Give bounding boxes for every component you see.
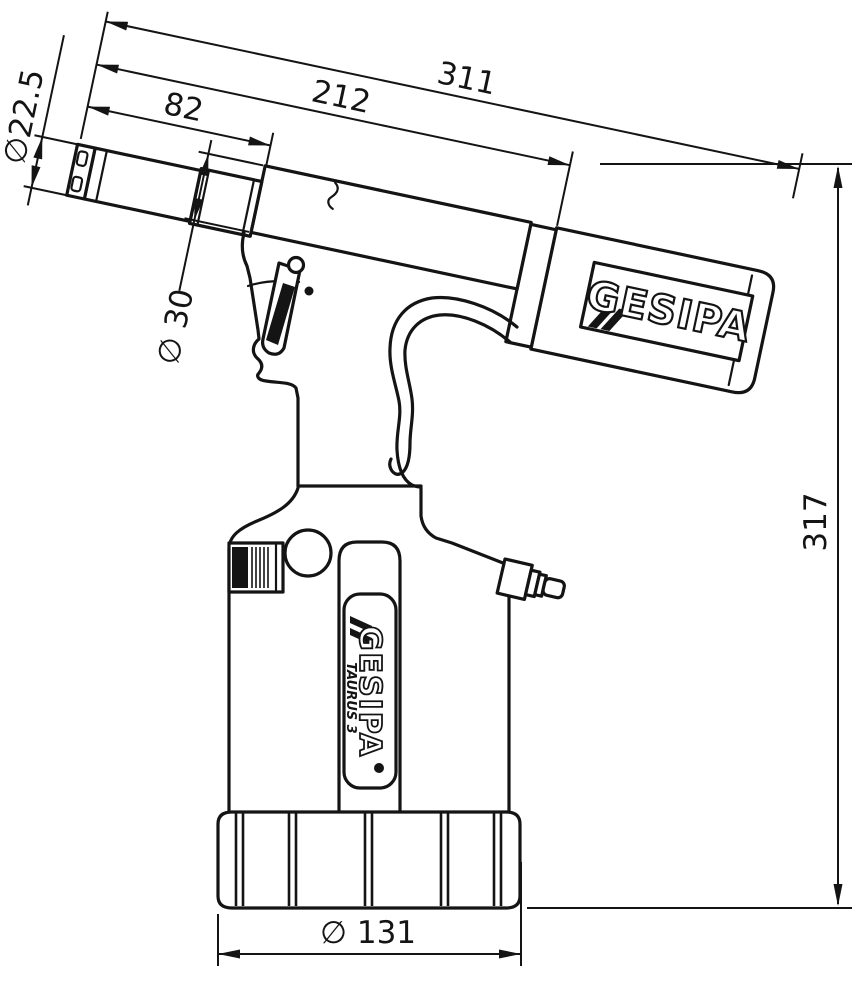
body-logo-slash-icon <box>587 305 616 329</box>
arrow-barrel-dia-top-icon <box>199 153 209 177</box>
dim-line-311 <box>105 20 800 170</box>
handle-logo-text: GESIPA <box>352 626 387 758</box>
filler-plug-button <box>283 528 333 578</box>
nosepiece-tip <box>65 142 97 201</box>
handle-model-text: TAURUS 3 <box>343 662 358 733</box>
ext-line-nose-tip <box>79 11 109 140</box>
arrow-82-right-icon <box>248 136 271 146</box>
handle-label-plate <box>342 592 398 790</box>
handle-logo-slash-icon <box>350 616 372 633</box>
collar-line2 <box>241 178 256 236</box>
left-flare-and-wall <box>227 486 300 814</box>
arrow-311-right-icon <box>776 159 800 169</box>
ext-line-barrel-top <box>198 150 264 167</box>
knob-black-section <box>232 547 248 588</box>
dim-label-82: 82 <box>160 86 206 129</box>
arrow-131-left-icon <box>218 949 240 959</box>
handle-logo-slash2-icon <box>350 628 372 645</box>
arrow-212-left-icon <box>96 64 119 74</box>
arrow-317-top-icon <box>833 166 843 188</box>
handle-label-area: GESIPA TAURUS 3 <box>337 540 402 814</box>
barrel-seam-mark <box>327 181 339 210</box>
arrow-212-right-icon <box>547 156 570 166</box>
inlet-hose-barb <box>541 577 566 600</box>
base-cap <box>216 810 522 910</box>
nosepiece-slot <box>75 150 89 167</box>
front-rib <box>337 540 402 814</box>
cylinder-front-fittings <box>227 528 333 594</box>
dim-label-317: 317 <box>798 492 834 551</box>
arrow-82-left-icon <box>87 106 111 116</box>
ext-line-barrel-front <box>265 132 275 167</box>
arrow-nose-dia-bottom-icon <box>31 165 41 188</box>
dim-line-212 <box>96 63 571 167</box>
arrow-317-bottom-icon <box>833 884 843 906</box>
right-flare-shoulder <box>419 486 505 565</box>
registered-mark-dot <box>374 763 384 773</box>
trigger-blade <box>266 283 295 345</box>
nose-tube-line <box>94 149 108 203</box>
dimension-group-height: 317 <box>527 163 852 909</box>
arrow-311-left-icon <box>105 21 129 31</box>
body-logo-slash2-icon <box>600 308 629 332</box>
dim-line-82 <box>87 105 271 147</box>
rear-spine-inner <box>388 313 512 476</box>
dim-label-131: ∅ 131 <box>320 915 416 951</box>
body-logo-plate <box>578 260 755 363</box>
grip-front-edge <box>240 231 300 488</box>
arrow-131-right-icon <box>499 949 521 959</box>
dim-label-nose-dia: ∅22.5 <box>0 66 52 167</box>
dim-label-212: 212 <box>308 73 373 121</box>
base-outline <box>216 810 522 910</box>
nose-tube <box>82 146 203 224</box>
trigger-pivot-pin <box>286 255 306 275</box>
knob-knurling <box>251 547 269 588</box>
arrow-nose-dia-top-icon <box>33 136 43 160</box>
dimension-group-base-diameter: ∅ 131 <box>217 862 522 966</box>
dim-label-barrel-dia: ∅ 30 <box>150 286 201 368</box>
grip-and-handle <box>227 231 519 814</box>
nosepiece-slot2 <box>70 175 84 193</box>
arrow-barrel-dia-bottom-icon <box>194 197 204 221</box>
air-inlet-fitting <box>495 557 566 602</box>
barrel-assembly: GESIPA 311 212 <box>0 11 804 395</box>
ext-line-body-front <box>556 151 574 227</box>
collar-line <box>196 169 211 227</box>
base-grooves <box>234 813 503 906</box>
dim-label-311: 311 <box>434 55 499 103</box>
ext-line-body-rear <box>791 153 804 199</box>
pin-dot <box>304 286 314 296</box>
handle-label-content: GESIPA TAURUS 3 <box>343 616 388 773</box>
